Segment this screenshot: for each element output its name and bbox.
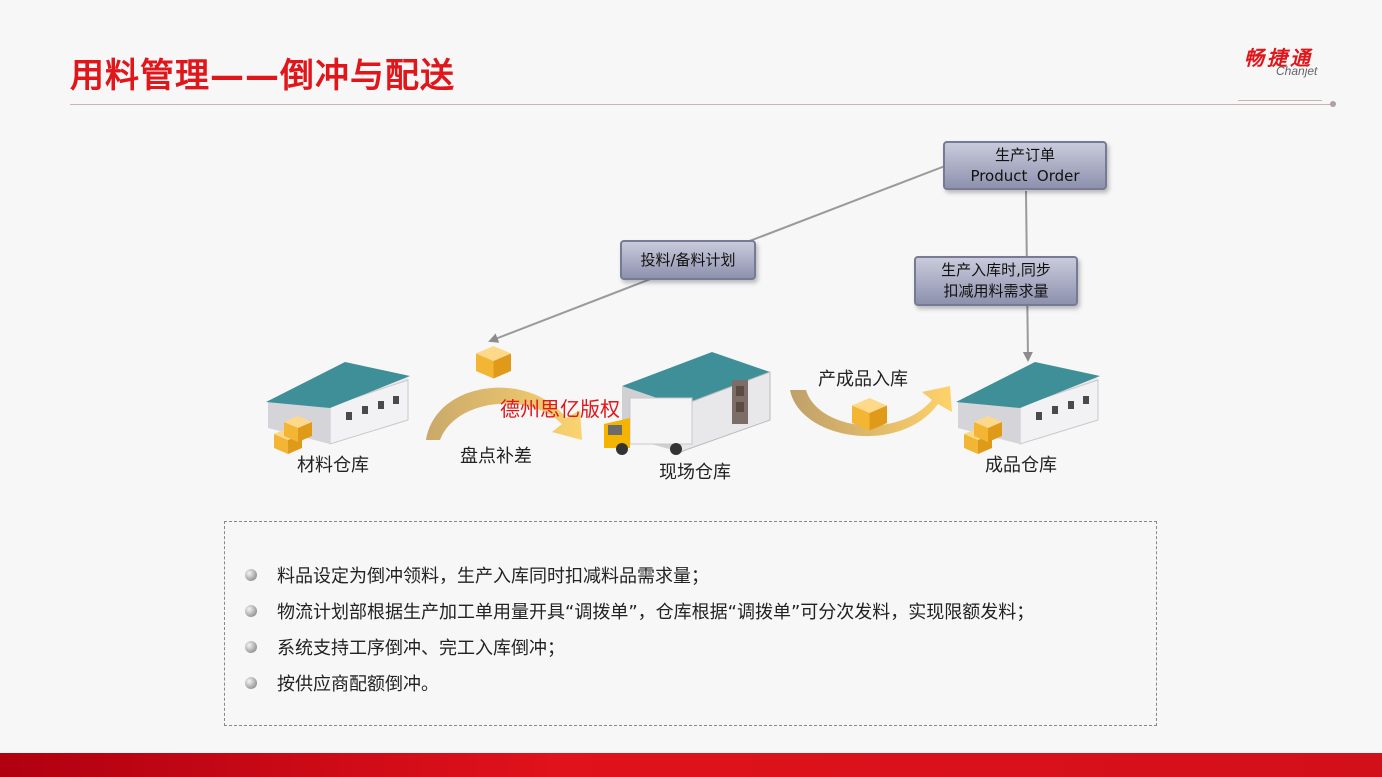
logo-text-cn: 畅捷通 [1244,46,1313,70]
title-divider-dot [1330,101,1336,107]
bullet-item: 物流计划部根据生产加工单用量开具“调拨单”，仓库根据“调拨单”可分次发料，实现限… [245,598,1034,624]
bullet-item: 系统支持工序倒冲、完工入库倒冲； [245,634,565,660]
notes-box: 料品设定为倒冲领料，生产入库同时扣减料品需求量； 物流计划部根据生产加工单用量开… [224,521,1157,726]
logo-text-en: Chanjet [1276,64,1318,78]
bullet-icon [245,641,257,653]
bullet-icon [245,605,257,617]
bullet-icon [245,569,257,581]
footer-bar [0,753,1382,777]
deduct-demand-line-1: 生产入库时,同步 [941,261,1051,279]
product-in-label: 产成品入库 [818,369,908,390]
product-order-label-cn: 生产订单 [994,145,1055,164]
material-plan-box: 投料/备料计划 [620,240,756,280]
material-plan-label: 投料/备料计划 [640,250,736,269]
title-divider-accent [1238,100,1322,101]
product-order-label-en: Product Order [970,166,1080,185]
title-divider [70,104,1332,105]
arrow-plan-to-material [488,279,649,343]
deduct-demand-box: 生产入库时,同步 扣减用料需求量 [914,256,1078,306]
page-title: 用料管理——倒冲与配送 [70,56,455,96]
bullet-item: 料品设定为倒冲领料，生产入库同时扣减料品需求量； [245,562,709,588]
bullet-icon [245,677,257,689]
site-warehouse-label: 现场仓库 [659,462,731,483]
material-warehouse-icon [266,362,410,454]
product-order-box: 生产订单 Product Order [943,141,1107,190]
copyright-watermark: 德州思亿版权 [500,397,620,421]
deduct-demand-line-2: 扣减用料需求量 [943,282,1049,300]
product-in-arc [790,386,952,437]
site-warehouse-icon [604,352,771,455]
bullet-item: 按供应商配额倒冲。 [245,670,439,696]
material-warehouse-label: 材料仓库 [297,455,369,476]
stock-count-arc [426,387,582,440]
finished-warehouse-label: 成品仓库 [985,455,1057,476]
finished-warehouse-icon [956,362,1100,454]
bullet-text: 料品设定为倒冲领料，生产入库同时扣减料品需求量； [277,566,709,587]
bullet-text: 物流计划部根据生产加工单用量开具“调拨单”，仓库根据“调拨单”可分次发料，实现限… [277,602,1035,623]
bullet-text: 系统支持工序倒冲、完工入库倒冲； [277,638,565,659]
stock-count-label: 盘点补差 [460,446,532,467]
bullet-text: 按供应商配额倒冲。 [277,674,439,695]
